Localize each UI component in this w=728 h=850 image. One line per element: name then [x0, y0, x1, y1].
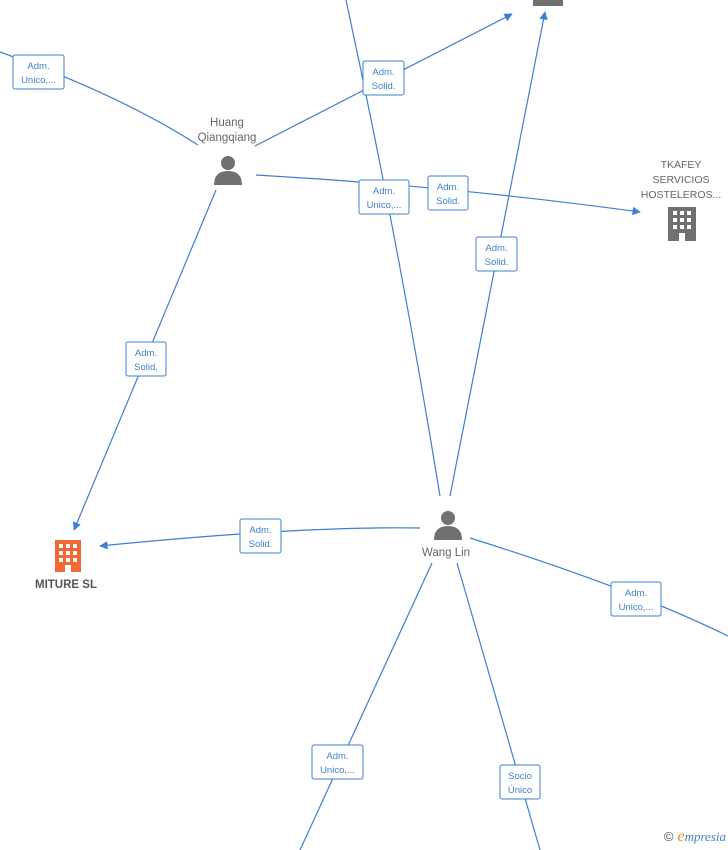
svg-text:Socio: Socio: [508, 771, 532, 782]
company-node-miture[interactable]: MITURE SL: [35, 540, 97, 591]
person-name-line2: Qiangqiang: [198, 132, 257, 144]
company-name: MITURE SL: [35, 579, 97, 591]
logo-initial: e: [677, 828, 685, 845]
svg-text:Adm.: Adm.: [625, 588, 647, 599]
building-icon: [55, 540, 81, 572]
svg-text:Unico,...: Unico,...: [619, 602, 654, 613]
edge-wang-to-bottom-left: [299, 562, 433, 850]
svg-text:Solid.: Solid.: [249, 539, 273, 550]
building-icon: [668, 207, 696, 241]
edge-wang-to-right: [469, 537, 728, 637]
relation-label-box[interactable]: Adm. Unico,...: [358, 179, 410, 215]
person-name-line1: Huang: [210, 117, 244, 129]
relation-label-box[interactable]: Socio Único: [499, 764, 541, 800]
person-icon: [434, 511, 462, 540]
svg-text:Adm.: Adm.: [373, 186, 395, 197]
building-icon[interactable]: [533, 0, 563, 6]
person-node-huang[interactable]: Huang Qiangqiang: [198, 117, 257, 185]
svg-text:Unico,...: Unico,...: [21, 75, 56, 86]
relation-label-box[interactable]: Adm. Solid.: [475, 236, 518, 272]
company-name-line2: SERVICIOS: [653, 174, 710, 186]
svg-text:Adm.: Adm.: [326, 751, 348, 762]
svg-text:Adm.: Adm.: [485, 243, 507, 254]
company-node-tkafey[interactable]: TKAFEY SERVICIOS HOSTELEROS...: [641, 159, 722, 241]
empresia-logo: ©empresia: [664, 828, 726, 846]
relation-label-box[interactable]: Adm. Unico,...: [311, 744, 364, 780]
svg-text:Unico,...: Unico,...: [367, 200, 402, 211]
svg-text:Solid.: Solid.: [485, 257, 509, 268]
svg-text:Adm.: Adm.: [437, 182, 459, 193]
company-name-line1: TKAFEY: [661, 159, 702, 171]
svg-text:Único: Único: [508, 785, 532, 796]
person-icon: [214, 156, 242, 185]
relation-label-box[interactable]: Adm. Solid.: [427, 175, 469, 211]
svg-text:Solid.: Solid.: [134, 362, 158, 373]
svg-text:Solid.: Solid.: [436, 196, 460, 207]
person-node-wang[interactable]: Wang Lin: [422, 511, 470, 559]
svg-text:Adm.: Adm.: [249, 525, 271, 536]
person-name: Wang Lin: [422, 547, 470, 559]
svg-text:Unico,...: Unico,...: [320, 765, 355, 776]
svg-text:Solid.: Solid.: [372, 81, 396, 92]
company-name-line3: HOSTELEROS...: [641, 189, 722, 201]
copyright-symbol: ©: [663, 829, 674, 844]
relation-label-box[interactable]: Adm. Solid.: [125, 341, 167, 377]
edge-top-to-wang: [345, 0, 441, 497]
relation-label-box[interactable]: Adm. Unico,...: [610, 581, 662, 617]
logo-text: mpresia: [684, 829, 726, 844]
svg-text:Adm.: Adm.: [372, 67, 394, 78]
relation-label-box[interactable]: Adm. Solid.: [239, 518, 282, 554]
relation-label-box[interactable]: Adm. Unico,...: [12, 54, 65, 90]
relation-label-box[interactable]: Adm. Solid.: [362, 60, 405, 96]
edge-wang-to-bottom: [456, 562, 541, 850]
svg-text:Adm.: Adm.: [135, 348, 157, 359]
svg-text:Adm.: Adm.: [27, 61, 49, 72]
